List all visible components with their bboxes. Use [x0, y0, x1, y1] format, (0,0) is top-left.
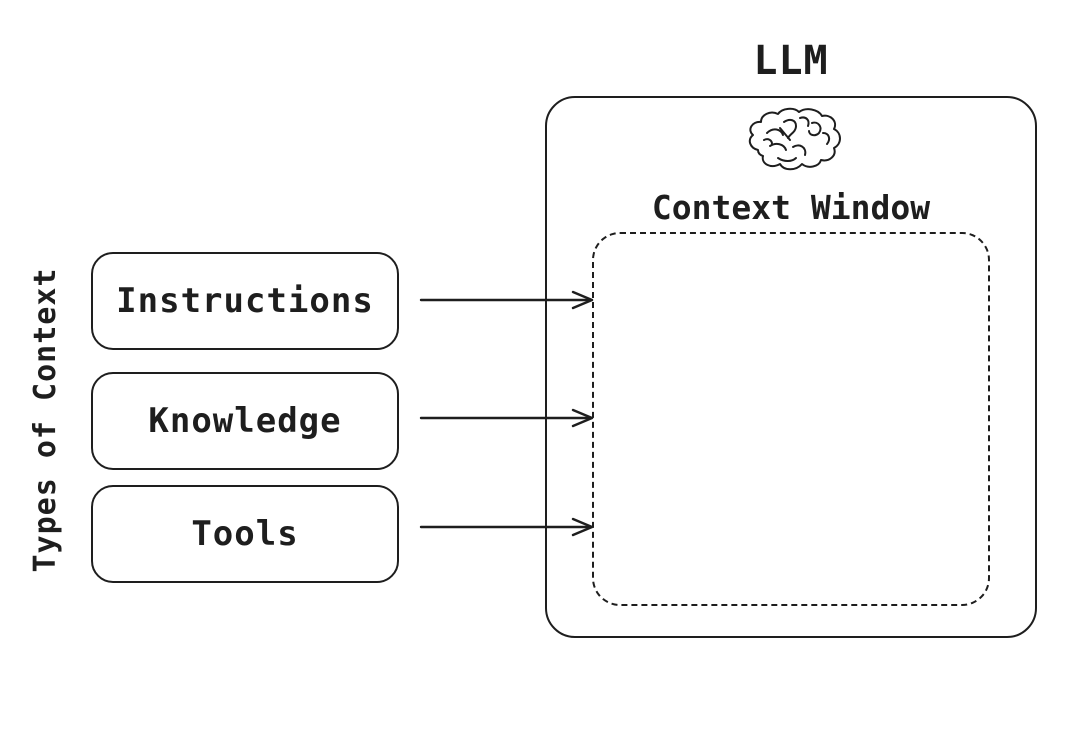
llm-title: LLM	[753, 38, 829, 84]
llm-box	[545, 96, 1037, 638]
tools-box: Tools	[91, 485, 399, 583]
brain-icon	[748, 107, 841, 171]
instructions-box: Instructions	[91, 252, 399, 350]
context-window-label: Context Window	[651, 188, 931, 227]
context-window-box	[592, 232, 990, 606]
knowledge-box: Knowledge	[91, 372, 399, 470]
types-of-context-label: Types of Context	[28, 267, 63, 573]
